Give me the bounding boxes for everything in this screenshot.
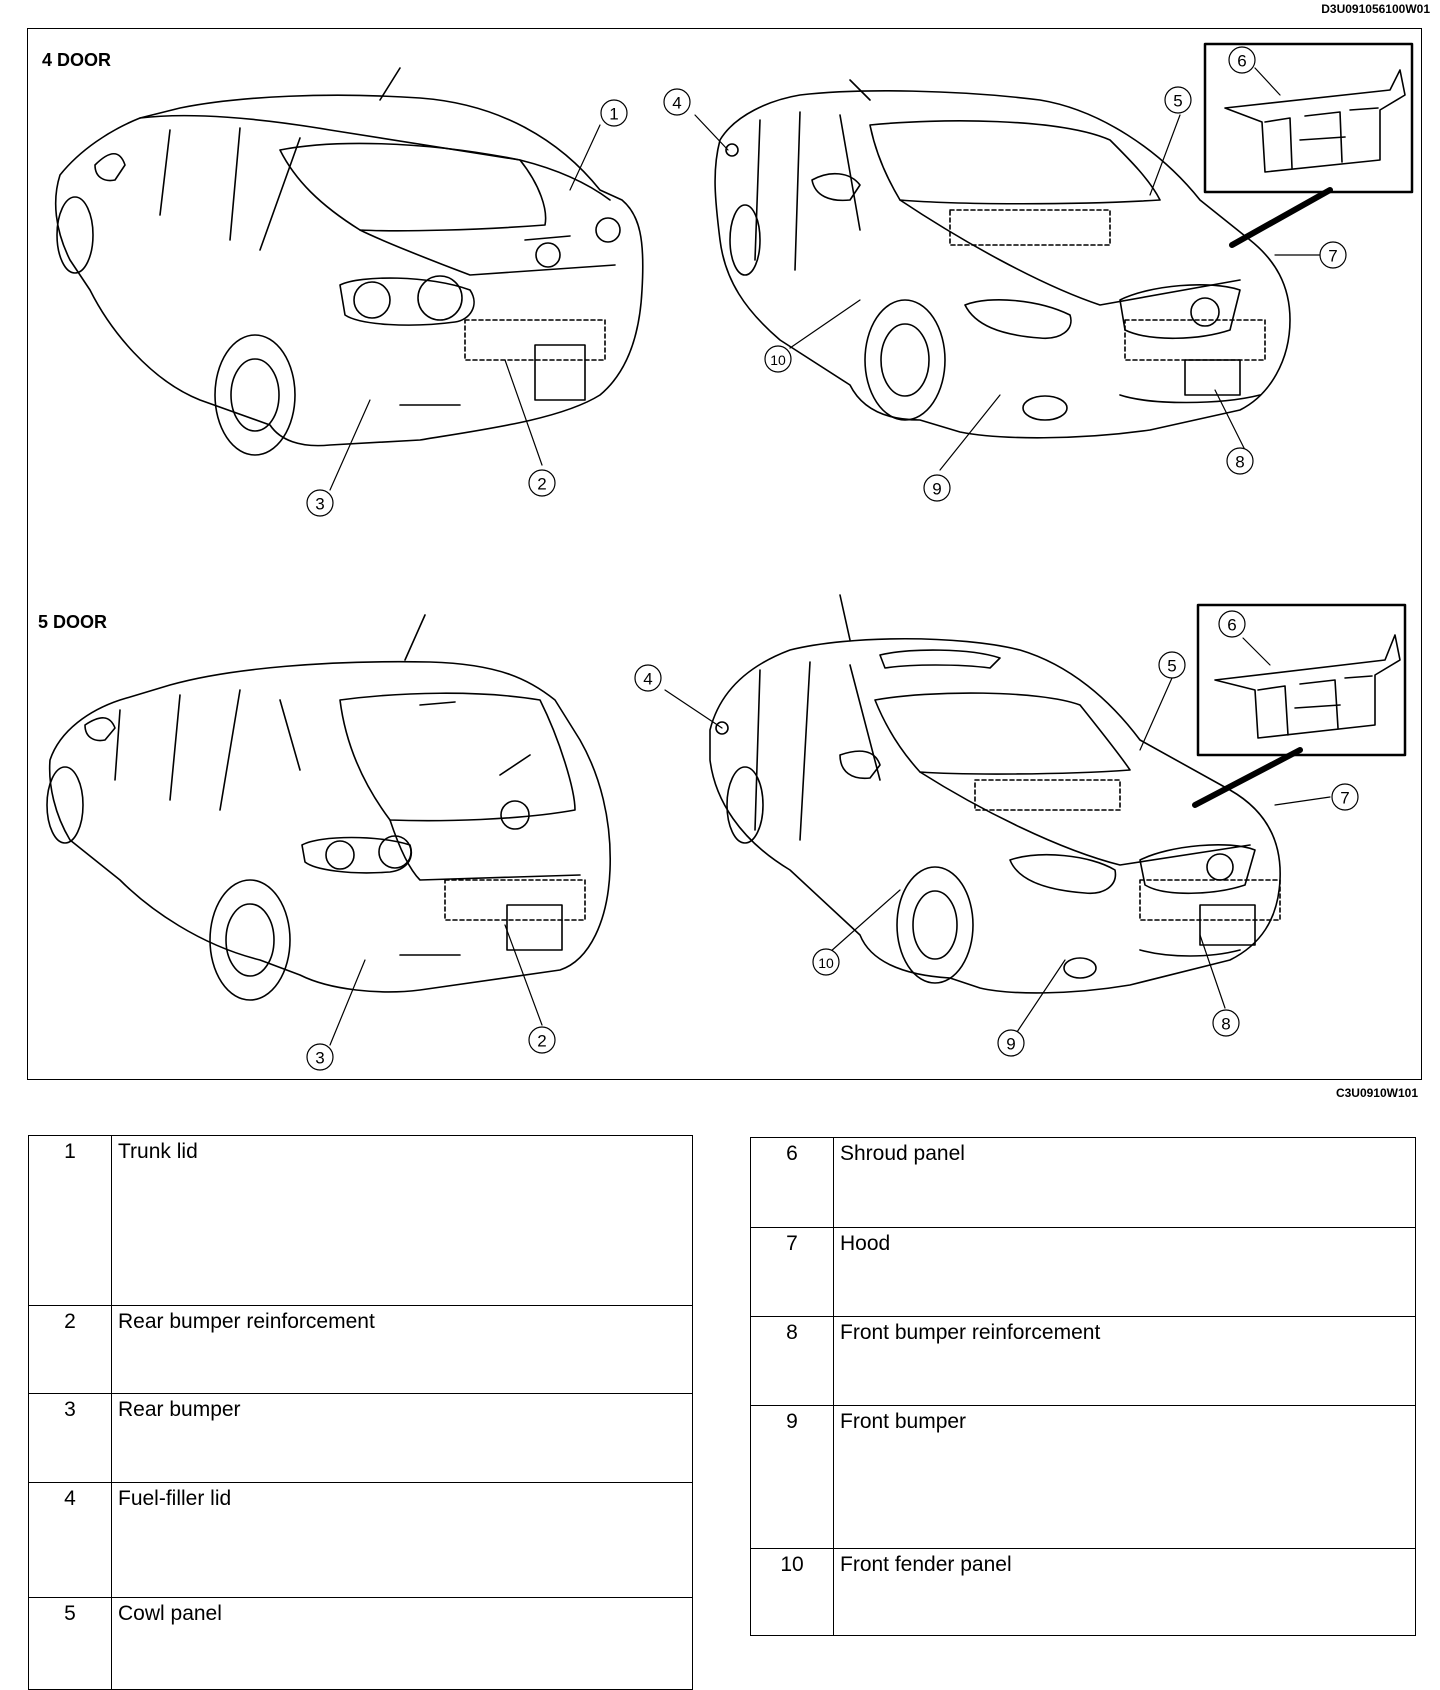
section-label-4-door: 4 DOOR (42, 50, 112, 70)
legend-row: 8 Front bumper reinforcement (750, 1316, 1416, 1406)
callout-3-circle-5-door (306, 1043, 334, 1071)
callout-2-circle (528, 469, 556, 497)
legend-part-name: Front bumper reinforcement (833, 1316, 1416, 1406)
callout-5-label: 5 (1173, 92, 1182, 111)
legend-row: 10 Front fender panel (750, 1548, 1416, 1636)
legend-row: 2 Rear bumper reinforcement (28, 1305, 693, 1394)
hatchback-rear-view (46, 614, 612, 1001)
hatchback-front-view (709, 594, 1281, 994)
legend-row: 5 Cowl panel (28, 1597, 693, 1690)
legend-row: 9 Front bumper (750, 1405, 1416, 1549)
callout-9-circle-5-door (997, 1029, 1025, 1057)
callout-9-label: 9 (932, 480, 941, 499)
legend-number: 8 (750, 1316, 834, 1406)
callout-4-label: 4 (672, 94, 681, 113)
callout-7-label: 7 (1328, 247, 1337, 266)
legend-number: 1 (28, 1135, 112, 1306)
callout-9-circle (923, 474, 951, 502)
callout-10-label: 10 (770, 352, 786, 368)
leader-lines (329, 67, 1331, 1046)
legend-part-name: Fuel-filler lid (111, 1482, 693, 1598)
legend-number: 3 (28, 1393, 112, 1483)
legend-number: 6 (750, 1137, 834, 1228)
callout-6-circle-5-door (1218, 610, 1246, 638)
callout-10-circle (764, 345, 792, 373)
callout-2-label-5-door: 2 (537, 1032, 546, 1051)
callout-4-label-5-door: 4 (643, 670, 652, 689)
legend-part-name: Shroud panel (833, 1137, 1416, 1228)
legend-number: 9 (750, 1405, 834, 1549)
callout-7-circle-5-door (1331, 783, 1359, 811)
figure-frame (27, 28, 1422, 1080)
legend-number: 2 (28, 1305, 112, 1394)
legend-part-name: Cowl panel (111, 1597, 693, 1690)
callout-10-label-5-door: 10 (818, 955, 834, 971)
shroud-panel-inset-5-door (1192, 603, 1407, 808)
legend-row: 4 Fuel-filler lid (28, 1482, 693, 1598)
legend-row: 6 Shroud panel (750, 1137, 1416, 1228)
callout-7-circle (1319, 241, 1347, 269)
legend-part-name: Rear bumper reinforcement (111, 1305, 693, 1394)
legend-table-left: 1 Trunk lid 2 Rear bumper reinforcement … (28, 1135, 693, 1690)
figure-code: C3U0910W101 (1335, 1086, 1418, 1100)
callout-5-label-5-door: 5 (1167, 657, 1176, 676)
callout-3-label-5-door: 3 (315, 1049, 324, 1068)
document-code: D3U091056100W01 (1321, 2, 1430, 16)
legend-part-name: Rear bumper (111, 1393, 693, 1483)
legend-number: 5 (28, 1597, 112, 1690)
callout-4-circle-5-door (634, 664, 662, 692)
callout-8-label: 8 (1235, 453, 1244, 472)
callout-6-label: 6 (1237, 52, 1246, 71)
callout-5-circle (1164, 86, 1192, 114)
callout-8-label-5-door: 8 (1221, 1015, 1230, 1034)
legend-part-name: Front bumper (833, 1405, 1416, 1549)
callout-1-circle (600, 99, 628, 127)
callout-10-circle-5-door (812, 948, 840, 976)
callout-4-circle (663, 88, 691, 116)
callout-6-label-5-door: 6 (1227, 616, 1236, 635)
legend-part-name: Front fender panel (833, 1548, 1416, 1636)
sedan-rear-view (54, 67, 644, 456)
shroud-panel-inset-4-door (1203, 42, 1414, 248)
legend-table-right: 6 Shroud panel 7 Hood 8 Front bumper rei… (750, 1137, 1416, 1636)
callout-2-label: 2 (537, 475, 546, 494)
callout-7-label-5-door: 7 (1340, 789, 1349, 808)
sedan-front-view (714, 79, 1291, 439)
legend-row: 7 Hood (750, 1227, 1416, 1317)
callout-8-circle-5-door (1212, 1009, 1240, 1037)
legend-row: 1 Trunk lid (28, 1135, 693, 1306)
callout-5-circle-5-door (1158, 651, 1186, 679)
legend-part-name: Hood (833, 1227, 1416, 1317)
legend-number: 7 (750, 1227, 834, 1317)
legend-number: 10 (750, 1548, 834, 1636)
legend-part-name: Trunk lid (111, 1135, 693, 1306)
callout-8-circle (1226, 447, 1254, 475)
legend-row: 3 Rear bumper (28, 1393, 693, 1483)
callout-3-circle (306, 489, 334, 517)
callout-1-label: 1 (609, 105, 618, 124)
section-label-5-door: 5 DOOR (38, 612, 108, 632)
callout-3-label: 3 (315, 495, 324, 514)
callout-2-circle-5-door (528, 1026, 556, 1054)
legend-number: 4 (28, 1482, 112, 1598)
callout-9-label-5-door: 9 (1006, 1035, 1015, 1054)
callout-6-circle (1228, 46, 1256, 74)
